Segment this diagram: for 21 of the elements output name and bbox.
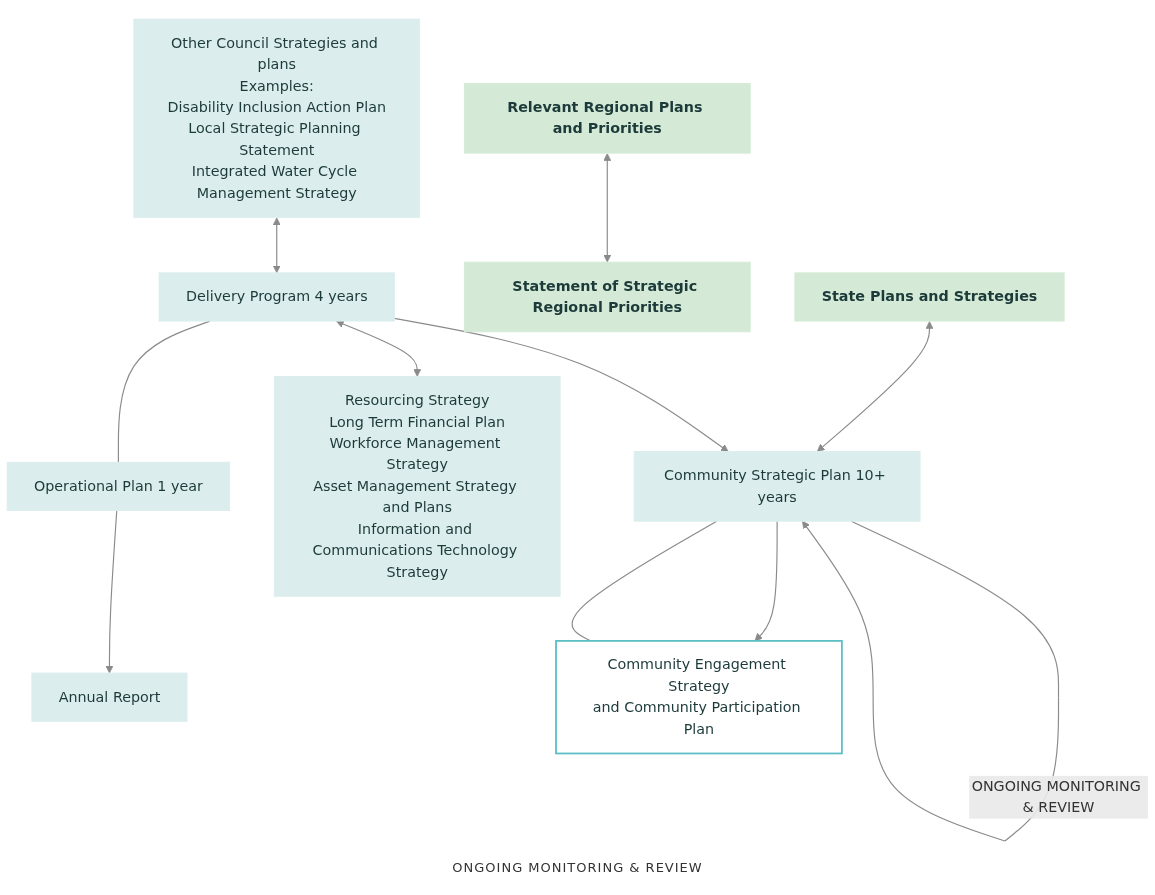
node-box: Delivery Program 4 years: [158, 272, 395, 322]
arrow: [336, 320, 422, 377]
node-box: Relevant Regional Plans and Priorities: [463, 82, 751, 154]
arrow: [816, 320, 934, 452]
note-text: ONGOING MONITORING & REVIEW: [451, 860, 704, 875]
node-box: Community Strategic Plan 10+ years: [633, 450, 921, 522]
arrow: [603, 153, 612, 263]
node-box: Annual Report: [31, 672, 188, 722]
connector: [117, 320, 211, 463]
node-box: Other Council Strategies and plans Examples: Disability Inclusion Action Plan Local Strategic Planning Statement Integrated Water Cycle Management Strategy: [133, 18, 421, 218]
node-box: Operational Plan 1 year: [6, 461, 231, 511]
node-box: Statement of Strategic Regional Priorities: [463, 261, 751, 333]
node-box: State Plans and Strategies: [794, 272, 1065, 322]
arrow: [754, 520, 778, 642]
arrow: [393, 317, 729, 452]
arrow: [272, 217, 281, 274]
connector: [571, 520, 718, 642]
arrow: [105, 509, 118, 674]
node-box: Community Engagement Strategy and Community Participation Plan: [555, 639, 843, 755]
node-box: Resourcing Strategy Long Term Financial Plan Workforce Management Strategy Asset Management Strategy and Plans Information and Communications Technology Strategy: [273, 375, 561, 597]
edge-label: ONGOING MONITORING & REVIEW: [971, 777, 1141, 816]
